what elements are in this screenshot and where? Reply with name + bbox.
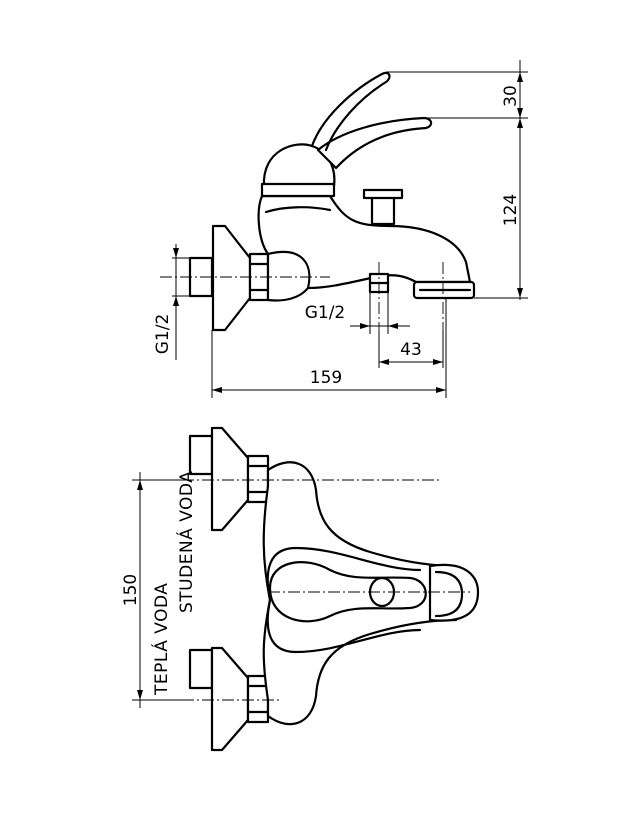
dim-outlet-offset: 43 xyxy=(400,340,422,360)
top-lever xyxy=(268,561,427,623)
dim-inlet-spacing: 150 xyxy=(121,574,141,606)
dim-outlet-thread: G1/2 xyxy=(305,303,346,323)
side-view: 30 124 G1/2 G1/2 43 159 xyxy=(153,60,528,398)
lower-flange xyxy=(210,646,250,752)
label-cold-water: STUDENÁ VODA xyxy=(175,471,197,613)
lever-raised xyxy=(310,71,391,152)
dim-total-length: 159 xyxy=(310,368,342,388)
dim-inlet-thread: G1/2 xyxy=(153,314,173,355)
upper-nut xyxy=(246,454,270,504)
lever-handle xyxy=(316,116,433,170)
upper-flange xyxy=(210,426,250,532)
wall-flange xyxy=(211,224,252,332)
diverter-knob xyxy=(370,194,396,226)
top-view: 150 STUDENÁ VODA TEPLÁ VODA xyxy=(121,426,480,752)
dim-body-height: 124 xyxy=(501,194,521,226)
label-hot-water: TEPLÁ VODA xyxy=(150,583,172,696)
top-spout-end xyxy=(428,563,480,622)
dim-lever-height: 30 xyxy=(501,85,521,107)
